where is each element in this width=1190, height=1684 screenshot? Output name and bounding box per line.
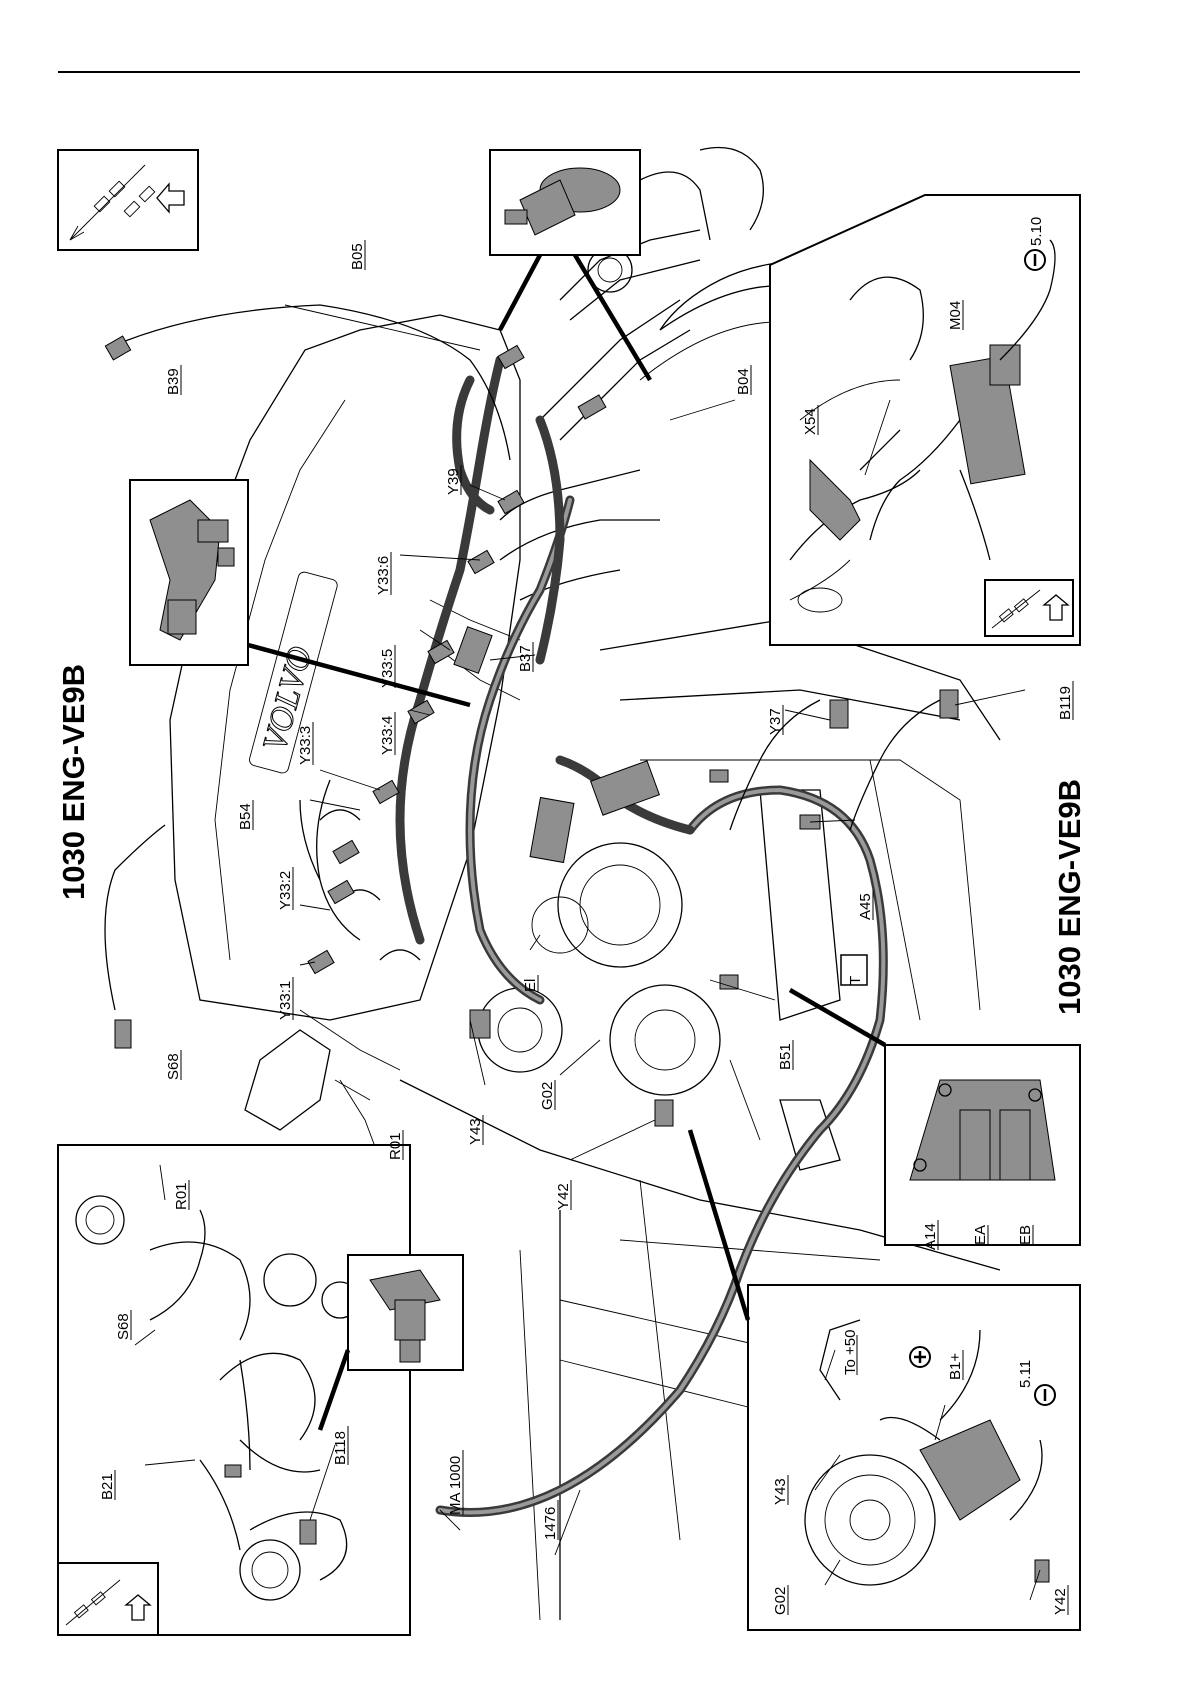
label-to-50: To +50 (842, 1330, 859, 1375)
label-r01-inset: R01 (173, 1182, 190, 1210)
label-y33-1: Y33:1 (277, 981, 294, 1020)
label-y39: Y39 (445, 468, 462, 495)
label-y43-inset: Y43 (772, 1478, 789, 1505)
label-m04: M04 (947, 301, 964, 330)
label-b21: B21 (99, 1473, 116, 1500)
sensor-inset-b04 (490, 150, 650, 380)
label-y42: Y42 (555, 1183, 572, 1210)
diagram-title-secondary: 1030 ENG-VE9B (1052, 779, 1087, 1015)
orientation-indicator-main (58, 150, 198, 250)
label-1476: 1476 (542, 1507, 559, 1540)
label-y42-inset: Y42 (1052, 1588, 1069, 1615)
label-ea: EA (972, 1225, 989, 1245)
label-y43: Y43 (467, 1118, 484, 1145)
label-y33-3: Y33:3 (297, 726, 314, 765)
label-y33-2: Y33:2 (277, 871, 294, 910)
label-s68: S68 (165, 1053, 182, 1080)
label-eb: EB (1017, 1225, 1034, 1245)
label-y37: Y37 (767, 708, 784, 735)
label-b05: B05 (349, 243, 366, 270)
label-b51: B51 (777, 1043, 794, 1070)
label-y33-6: Y33:6 (375, 556, 392, 595)
label-b1-plus: B1+ (947, 1353, 964, 1380)
label-b54: B54 (237, 803, 254, 830)
label-r01: R01 (387, 1132, 404, 1160)
volvo-logo-engraving: VOLVO (248, 571, 338, 775)
label-b04: B04 (735, 368, 752, 395)
label-el: El (522, 979, 539, 992)
label-a14: A14 (922, 1223, 939, 1250)
label-b39: B39 (165, 368, 182, 395)
label-b118: B118 (332, 1431, 349, 1465)
label-ground-511: 5.11 (1017, 1360, 1034, 1388)
label-g02: G02 (539, 1082, 556, 1110)
label-b37: B37 (517, 645, 534, 672)
label-ma1000: MA 1000 (447, 1456, 464, 1515)
label-y33-5: Y33:5 (379, 649, 396, 688)
label-b119: B119 (1057, 686, 1074, 720)
label-t-mark: T (847, 976, 864, 985)
diagram-title: 1030 ENG-VE9B (56, 664, 91, 900)
label-ground-510: 5.10 (1028, 217, 1045, 246)
label-s68-inset: S68 (115, 1313, 132, 1340)
label-a45: A45 (857, 893, 874, 920)
label-x54: X54 (802, 408, 819, 435)
label-g02-inset: G02 (772, 1587, 789, 1615)
coolant-sensor-inset (58, 1145, 410, 1635)
label-y33-4: Y33:4 (379, 716, 396, 755)
